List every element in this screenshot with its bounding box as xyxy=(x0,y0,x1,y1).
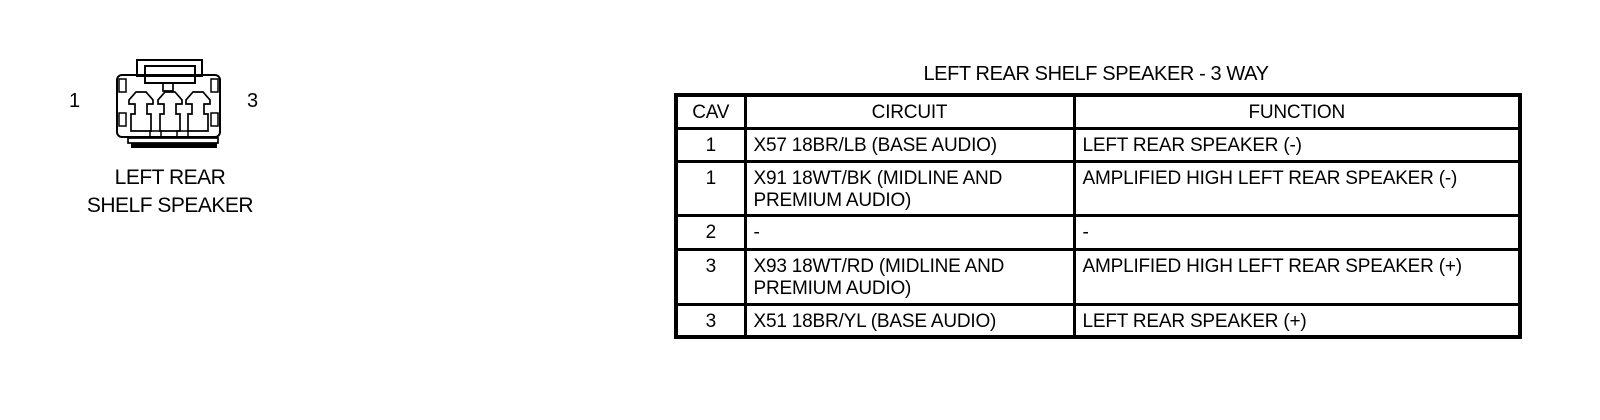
cell-function: AMPLIFIED HIGH LEFT REAR SPEAKER (+) xyxy=(1072,247,1522,306)
pin-1-label: 1 xyxy=(69,90,80,112)
connector-lip xyxy=(127,137,219,144)
cell-circuit: X91 18WT/BK (MIDLINE AND PREMIUM AUDIO) xyxy=(743,159,1076,217)
connector-caption: LEFT REAR SHELF SPEAKER xyxy=(35,164,305,220)
terminal-2 xyxy=(157,91,183,132)
connector-notch xyxy=(210,112,219,127)
cell-cav: 3 xyxy=(674,247,747,306)
connector-caption-line1: LEFT REAR xyxy=(114,166,226,189)
connector-figure: 1 3 LEFT REAR SHELF xyxy=(55,55,285,230)
connector-latch-stem xyxy=(162,83,174,92)
table-row: 2 - - xyxy=(674,213,1522,251)
terminal-1 xyxy=(128,91,154,132)
connector-caption-line2: SHELF SPEAKER xyxy=(86,194,254,217)
col-header-cav: CAV xyxy=(674,93,747,130)
connector-notch xyxy=(118,78,127,93)
table-row: 3 X51 18BR/YL (BASE AUDIO) LEFT REAR SPE… xyxy=(674,302,1522,339)
col-header-circuit: CIRCUIT xyxy=(743,93,1076,130)
connector-notch xyxy=(210,78,219,93)
cell-cav: 2 xyxy=(674,213,747,251)
connector-drawing xyxy=(116,59,221,148)
terminal-3 xyxy=(185,91,211,132)
pin-3-label: 3 xyxy=(247,90,258,112)
cell-function: LEFT REAR SPEAKER (+) xyxy=(1072,302,1522,339)
cell-circuit: - xyxy=(743,213,1076,251)
col-header-function: FUNCTION xyxy=(1072,93,1522,130)
table-row: 1 X57 18BR/LB (BASE AUDIO) LEFT REAR SPE… xyxy=(674,126,1522,163)
cell-circuit: X51 18BR/YL (BASE AUDIO) xyxy=(743,302,1076,339)
connector-lip-band xyxy=(131,143,217,148)
pinout-table: CAV CIRCUIT FUNCTION 1 X57 18BR/LB (BASE… xyxy=(674,93,1522,339)
cell-function: AMPLIFIED HIGH LEFT REAR SPEAKER (-) xyxy=(1072,159,1522,217)
connector-bump xyxy=(149,130,162,138)
cell-function: LEFT REAR SPEAKER (-) xyxy=(1072,126,1522,163)
cell-function: - xyxy=(1072,213,1522,251)
connector-notch xyxy=(118,112,127,127)
cell-cav: 3 xyxy=(674,302,747,339)
table-row: 1 X91 18WT/BK (MIDLINE AND PREMIUM AUDIO… xyxy=(674,159,1522,217)
cell-cav: 1 xyxy=(674,126,747,163)
connector-body xyxy=(116,74,221,138)
cell-cav: 1 xyxy=(674,159,747,217)
table-row: 3 X93 18WT/RD (MIDLINE AND PREMIUM AUDIO… xyxy=(674,247,1522,306)
cell-circuit: X57 18BR/LB (BASE AUDIO) xyxy=(743,126,1076,163)
pinout-table-title: LEFT REAR SHELF SPEAKER - 3 WAY xyxy=(923,63,1269,85)
connector-bump xyxy=(176,130,189,138)
header-row: CAV CIRCUIT FUNCTION xyxy=(674,93,1522,130)
connector-latch-outer xyxy=(136,59,203,77)
cell-circuit: X93 18WT/RD (MIDLINE AND PREMIUM AUDIO) xyxy=(743,247,1076,306)
